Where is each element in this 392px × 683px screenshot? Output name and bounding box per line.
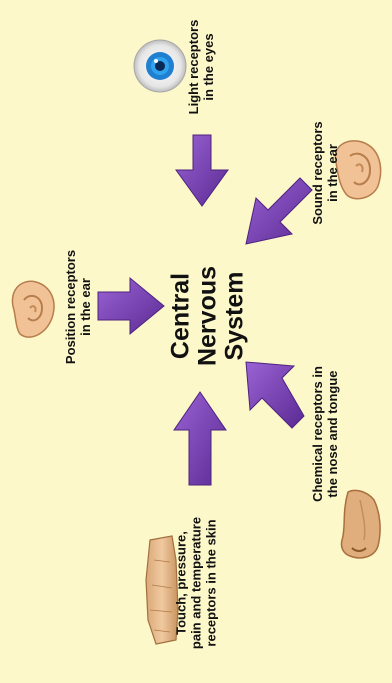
arrow-from-chemical (246, 362, 304, 428)
center-label-cns: Central Nervous System (168, 266, 249, 366)
label-position-receptors: Position receptors in the ear (63, 250, 93, 364)
label-touch-receptors: Touch, pressure, pain and temperature re… (174, 517, 219, 649)
ear-icon (12, 281, 54, 337)
label-chemical-receptors: Chemical receptors in the nose and tongu… (310, 366, 340, 502)
label-sound-receptors: Sound receptors in the ear (310, 121, 340, 224)
eye-icon (134, 40, 186, 92)
label-light-receptors: Light receptors in the eyes (186, 20, 216, 115)
nose-icon (341, 490, 380, 557)
arrow-from-sound (246, 178, 312, 244)
arrow-from-touch (174, 392, 226, 485)
arrow-from-light (176, 135, 228, 206)
ear-icon (335, 141, 380, 199)
arrow-from-position (98, 278, 164, 334)
